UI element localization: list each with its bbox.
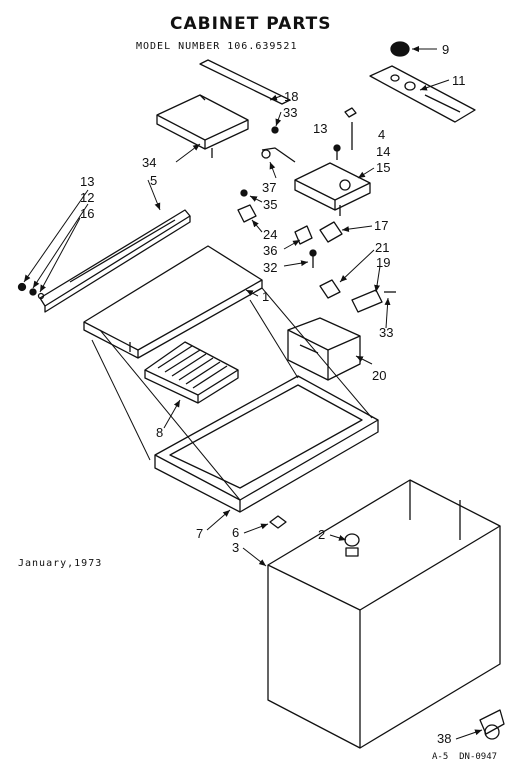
part-24-switch [237,204,257,223]
part-1-lid [83,245,263,359]
part-4-bracket [344,107,357,150]
part-8-grille [144,341,239,404]
part-19-bracket [351,289,396,313]
callout-17: 17 [374,218,389,233]
leader-lines [23,46,483,740]
part-3-cabinet [267,479,501,749]
callout-5: 5 [150,173,158,188]
callout-33-lower: 33 [379,325,394,340]
part-6-clip [269,515,287,529]
callout-16: 16 [80,206,95,221]
part-34-panel [156,94,249,158]
callout-9: 9 [442,42,450,57]
callout-4: 4 [378,127,386,142]
part-35-nut [240,189,248,197]
part-2-bumper [344,533,360,557]
part-18-strip [199,59,291,105]
callout-35: 35 [263,197,278,212]
part-20-box [287,317,361,381]
callout-8: 8 [156,425,164,440]
part-13-screw-top [333,144,341,160]
date-label: January,1973 [18,558,103,569]
callout-19: 19 [376,255,391,270]
callout-12: 12 [80,190,95,205]
callout-34: 34 [142,155,157,170]
callout-32: 32 [263,260,278,275]
part-37-thermostat [261,147,296,163]
page-number: A-5 [432,752,449,762]
callout-1: 1 [262,289,270,304]
callout-14: 14 [376,144,391,159]
callout-15: 15 [376,160,391,175]
part-7-gasket-frame [154,375,379,513]
callout-38: 38 [437,731,452,746]
callout-2: 2 [318,527,326,542]
callout-33-upper: 33 [283,105,298,120]
callout-37: 37 [262,180,277,195]
callout-6: 6 [232,525,240,540]
callout-11: 11 [452,73,466,88]
callout-18: 18 [284,89,299,104]
callout-13-lower: 13 [80,174,95,189]
callout-7: 7 [196,526,204,541]
part-13-12-16-fasteners [17,282,45,300]
part-9-knob [390,41,410,57]
part-5-hinge-rail [39,209,191,313]
part-33-screw-top [271,126,279,134]
part-32-bolt [309,249,317,268]
part-17-terminal [319,221,343,243]
drawing-code: DN-0947 [459,752,498,762]
part-11-control-plate [369,65,476,123]
callout-20: 20 [372,368,387,383]
model-number: MODEL NUMBER 106.639521 [136,41,298,52]
callout-36: 36 [263,243,278,258]
page-title: CABINET PARTS [170,14,332,34]
callout-3: 3 [232,540,240,555]
part-15-control-housing [294,162,371,216]
part-21-block [319,279,341,299]
callout-13-upper: 13 [313,121,328,136]
callout-24: 24 [263,227,278,242]
page-code: A-5 DN-0947 [432,752,497,762]
callout-21: 21 [375,240,390,255]
part-38-caster [479,709,505,740]
